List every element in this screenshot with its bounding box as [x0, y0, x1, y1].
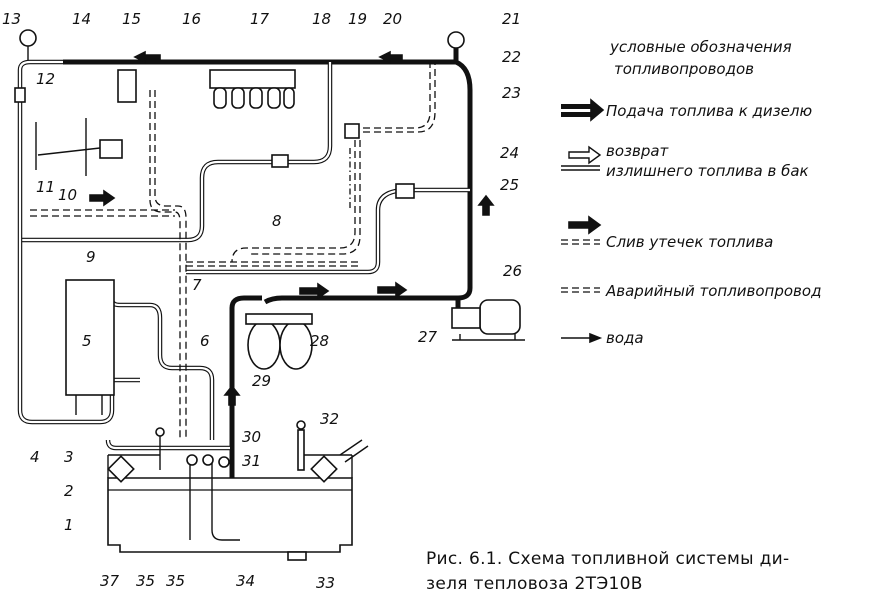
legend-return-line1: возврат: [606, 142, 670, 160]
legend-symbols: [561, 98, 605, 344]
label-4: 4: [30, 448, 40, 466]
label-35a: 35: [166, 572, 185, 590]
label-18: 18: [312, 10, 331, 28]
fuel-leak-lines: [30, 62, 436, 440]
label-34: 34: [236, 572, 255, 590]
label-27: 27: [418, 328, 438, 346]
label-13: 13: [2, 10, 21, 28]
label-12: 12: [36, 70, 55, 88]
label-30: 30: [242, 428, 261, 446]
flow-arrows: [89, 50, 495, 406]
legend: условные обозначения топливопроводов Под…: [605, 38, 821, 347]
pump-27: [451, 307, 481, 329]
label-23: 23: [502, 84, 521, 102]
label-31: 31: [242, 452, 261, 470]
legend-feed: Подача топлива к дизелю: [606, 102, 812, 120]
label-16: 16: [182, 10, 201, 28]
label-6: 6: [200, 332, 210, 350]
label-35b: 35: [136, 572, 155, 590]
level-gauge: [297, 429, 305, 471]
legend-emergency: Аварийный топливопровод: [605, 282, 821, 300]
label-22: 22: [502, 48, 521, 66]
fine-filter: [117, 69, 137, 103]
label-25: 25: [500, 176, 519, 194]
label-17: 17: [250, 10, 270, 28]
label-14: 14: [72, 10, 91, 28]
label-20: 20: [383, 10, 402, 28]
label-8: 8: [272, 212, 282, 230]
tank-filter-left: [107, 455, 135, 483]
tank-filter-right: [310, 455, 338, 483]
caption-line2: зеля тепловоза 2ТЭ10В: [426, 574, 643, 594]
legend-water: вода: [606, 329, 644, 347]
fuel-pumps-block: [209, 69, 296, 89]
label-37: 37: [100, 572, 120, 590]
label-21: 21: [502, 10, 521, 28]
legend-return-line2: излишнего топлива в бак: [606, 162, 809, 180]
label-1: 1: [64, 516, 74, 534]
label-3: 3: [64, 448, 74, 466]
label-10: 10: [58, 186, 77, 204]
caption-line1: Рис. 6.1. Схема топливной системы ди-: [426, 549, 789, 569]
label-33: 33: [316, 574, 335, 592]
legend-leak: Слив утечек топлива: [606, 233, 773, 251]
label-2: 2: [64, 482, 74, 500]
valve-20: [344, 123, 360, 139]
label-26: 26: [503, 262, 522, 280]
valve-18: [271, 154, 289, 168]
pressure-gauge-21: [447, 31, 465, 49]
legend-title-line1: условные обозначения: [609, 38, 792, 56]
label-32: 32: [320, 410, 339, 428]
coarse-filter-28: [247, 320, 281, 370]
label-28: 28: [310, 332, 329, 350]
pressure-gauge-13: [19, 29, 37, 47]
caption: Рис. 6.1. Схема топливной системы ди- зе…: [426, 549, 789, 594]
fuel-feed-lines: [63, 44, 473, 531]
heat-exchanger: [65, 279, 115, 396]
motor-26: [479, 299, 521, 335]
label-7: 7: [192, 276, 202, 294]
number-labels: 13 14 15 16 17 18 19 20 21 22 23 24 25 2…: [2, 10, 522, 592]
label-11: 11: [36, 178, 55, 196]
label-15: 15: [122, 10, 141, 28]
label-19: 19: [348, 10, 367, 28]
valve-24: [395, 183, 415, 199]
legend-title-line2: топливопроводов: [614, 60, 754, 78]
label-29: 29: [252, 372, 271, 390]
components: [14, 29, 525, 561]
label-24: 24: [500, 144, 519, 162]
fuel-tank: [107, 477, 353, 553]
label-5: 5: [82, 332, 92, 350]
label-9: 9: [86, 248, 96, 266]
